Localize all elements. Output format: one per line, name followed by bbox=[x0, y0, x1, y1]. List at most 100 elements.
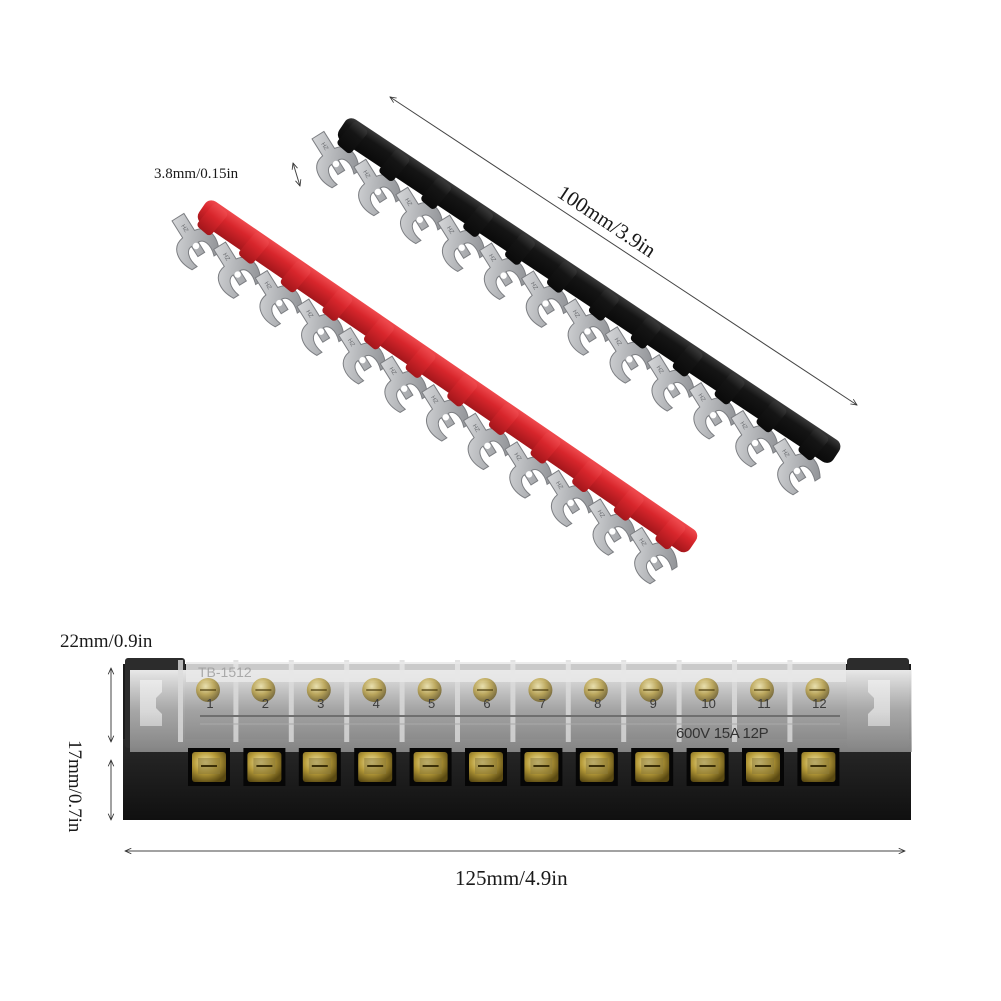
bottom-screw bbox=[686, 748, 729, 786]
block-model-label: TB-1512 bbox=[198, 664, 252, 680]
terminal-number: 3 bbox=[317, 696, 324, 711]
terminal-number: 10 bbox=[701, 696, 715, 711]
terminal-screw-8 bbox=[583, 678, 608, 702]
fork-stamp: HZ bbox=[738, 421, 748, 431]
cover-rib bbox=[399, 660, 405, 742]
terminal-number: 7 bbox=[539, 696, 546, 711]
cover-rib bbox=[344, 660, 350, 742]
cover-rib bbox=[510, 660, 516, 742]
fork-stamp: HZ bbox=[319, 142, 329, 152]
black-jumper-tooth bbox=[798, 428, 829, 461]
fork-stamp: HZ bbox=[221, 252, 231, 262]
block-depth-label: 17mm/0.7in bbox=[64, 740, 85, 833]
fork-width-label: 3.8mm/0.15in bbox=[154, 166, 239, 182]
terminal-number: 11 bbox=[757, 696, 771, 711]
red-jumper-tooth bbox=[655, 517, 686, 550]
red-fork-8: HZ bbox=[462, 412, 512, 471]
black-fork-12: HZ bbox=[772, 437, 821, 496]
red-jumper-tooth bbox=[572, 460, 602, 493]
bottom-screw bbox=[742, 748, 784, 786]
terminal-screw-6 bbox=[473, 678, 497, 702]
red-jumper-tooth bbox=[239, 232, 269, 264]
terminal-number: 2 bbox=[262, 696, 269, 711]
fork-stamp: HZ bbox=[346, 338, 356, 348]
red-jumper-tooth bbox=[488, 403, 519, 435]
red-jumper-tooth bbox=[280, 260, 311, 293]
bottom-screw-row bbox=[188, 748, 840, 786]
bottom-screw bbox=[409, 748, 452, 786]
cover-rib bbox=[676, 660, 682, 742]
terminal-number: 8 bbox=[594, 696, 601, 711]
terminal-screw-12 bbox=[805, 678, 830, 702]
red-fork-4: HZ bbox=[296, 298, 345, 356]
red-jumper-tooth bbox=[197, 203, 228, 236]
cover-rib bbox=[178, 660, 183, 742]
terminal-screw-4 bbox=[362, 678, 387, 702]
fork-stamp: HZ bbox=[471, 424, 481, 434]
block-length-label: 125mm/4.9in bbox=[455, 866, 568, 890]
clear-cover bbox=[130, 670, 912, 752]
bottom-screw bbox=[520, 748, 563, 786]
cover-rib bbox=[455, 660, 460, 742]
red-fork-5: HZ bbox=[337, 326, 387, 385]
terminal-number: 1 bbox=[206, 696, 213, 711]
fork-stamp: HZ bbox=[512, 452, 522, 462]
terminal-screw-10 bbox=[694, 678, 719, 702]
red-jumper-tooth bbox=[530, 432, 561, 464]
terminal-screw-2 bbox=[251, 678, 276, 702]
terminal-screw-7 bbox=[528, 678, 553, 702]
fork-stamp: HZ bbox=[780, 449, 790, 459]
cover-rib bbox=[787, 660, 793, 742]
fork-stamp: HZ bbox=[554, 481, 564, 491]
bottom-screw bbox=[354, 748, 397, 786]
fork-stamp: HZ bbox=[637, 538, 647, 548]
black-fork-1: HZ bbox=[311, 130, 360, 189]
terminal-screw-1 bbox=[196, 678, 220, 702]
block-depth-dimension: 17mm/0.7in bbox=[64, 740, 111, 833]
bottom-screw bbox=[188, 748, 230, 786]
red-jumper-tooth bbox=[364, 318, 394, 350]
red-jumper-tooth bbox=[613, 489, 644, 521]
terminal-screw-11 bbox=[750, 678, 774, 702]
terminal-number: 5 bbox=[428, 696, 435, 711]
bottom-screw bbox=[465, 748, 507, 786]
bottom-screw bbox=[243, 748, 286, 786]
terminal-number: 12 bbox=[812, 696, 826, 711]
block-rating-label: 600V 15A 12P bbox=[676, 725, 769, 742]
red-jumper-tooth bbox=[322, 289, 353, 321]
bottom-screw bbox=[631, 748, 674, 786]
terminal-number: 9 bbox=[650, 696, 657, 711]
bottom-screw bbox=[298, 748, 341, 786]
block-height-label: 22mm/0.9in bbox=[60, 631, 153, 652]
red-fork-10: HZ bbox=[546, 469, 595, 528]
cover-rib bbox=[621, 660, 627, 742]
terminal-screw-5 bbox=[417, 678, 442, 702]
black-fork-11: HZ bbox=[730, 409, 779, 468]
cover-rib bbox=[732, 660, 737, 742]
cover-rib bbox=[565, 660, 571, 742]
fork-stamp: HZ bbox=[179, 224, 189, 234]
fork-width-dimension: 3.8mm/0.15in bbox=[154, 163, 300, 186]
terminal-screw-9 bbox=[639, 678, 664, 702]
black-jumper-tooth bbox=[337, 121, 368, 154]
jumper-length-label: 100mm/3.9in bbox=[553, 180, 661, 262]
cover-rib bbox=[288, 660, 294, 742]
cover-top-band bbox=[186, 662, 846, 682]
red-fork-9: HZ bbox=[504, 441, 553, 499]
fork-stamp: HZ bbox=[304, 309, 314, 319]
bottom-screw bbox=[797, 748, 840, 786]
red-fork-11: HZ bbox=[587, 498, 636, 556]
fork-stamp: HZ bbox=[596, 509, 606, 519]
terminal-screw-3 bbox=[306, 678, 331, 702]
red-fork-12: HZ bbox=[629, 526, 678, 585]
bottom-screw bbox=[575, 748, 618, 786]
red-fork-2: HZ bbox=[212, 241, 262, 299]
black-jumper-tooth bbox=[756, 400, 787, 433]
terminal-number: 6 bbox=[483, 696, 490, 711]
fork-stamp: HZ bbox=[361, 170, 371, 180]
terminal-number: 4 bbox=[373, 696, 380, 711]
